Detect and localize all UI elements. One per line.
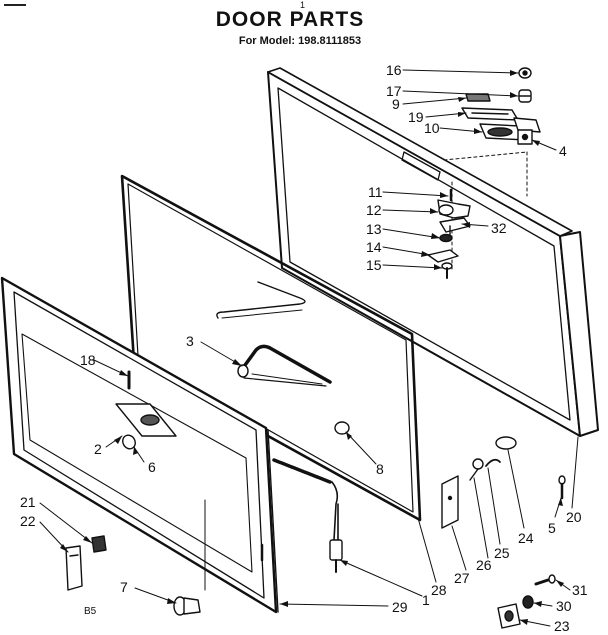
part-23-block <box>497 603 521 629</box>
leader-lines <box>39 69 579 627</box>
part-4-hinge-bracket <box>513 117 541 145</box>
part-24-clip <box>495 436 517 450</box>
footer-code: B5 <box>84 606 97 617</box>
page-number: 1 <box>300 0 306 10</box>
callout-27: 27 <box>454 570 470 586</box>
callout-18: 18 <box>80 352 96 368</box>
part-8-knob <box>334 421 350 435</box>
callout-25: 25 <box>494 545 510 561</box>
part-22-strike <box>65 545 83 591</box>
callout-9: 9 <box>392 96 400 112</box>
callout-6: 6 <box>148 459 156 475</box>
part-3-door-handle <box>237 344 332 387</box>
callout-23: 23 <box>554 618 570 634</box>
part-30-washer <box>522 595 534 609</box>
callout-3: 3 <box>186 333 194 349</box>
part-5-screw <box>558 475 566 500</box>
part-2-latch-plate <box>115 403 177 437</box>
callout-26: 26 <box>476 557 492 573</box>
leader-arrowheads <box>60 70 564 625</box>
inner-door-panel <box>0 276 279 614</box>
callout-30: 30 <box>556 598 572 614</box>
part-17-bushing <box>518 89 532 103</box>
callout-24: 24 <box>518 530 534 546</box>
part-16-screw <box>518 67 532 79</box>
callout-17: 17 <box>386 83 402 99</box>
callout-19: 19 <box>408 109 424 125</box>
callout-21: 21 <box>20 494 36 510</box>
callout-15: 15 <box>366 257 382 273</box>
callout-8: 8 <box>376 461 384 477</box>
callout-32: 32 <box>491 220 507 236</box>
callout-22: 22 <box>20 513 36 529</box>
callout-28: 28 <box>431 582 447 598</box>
callout-2: 2 <box>94 441 102 457</box>
callout-4: 4 <box>559 143 567 159</box>
callout-31: 31 <box>572 582 588 598</box>
part-27-bracket <box>441 475 459 529</box>
diagram-title: DOOR PARTS <box>215 8 365 31</box>
callout-12: 12 <box>366 202 382 218</box>
callout-10: 10 <box>424 120 440 136</box>
part-12-hinge <box>437 199 471 219</box>
callout-labels: 16 17 9 19 10 4 11 12 32 13 14 15 3 18 2… <box>20 62 588 634</box>
part-6-latch <box>122 434 136 450</box>
callout-5: 5 <box>548 520 556 536</box>
callout-1: 1 <box>422 592 430 608</box>
callout-14: 14 <box>366 239 382 255</box>
callout-13: 13 <box>366 221 382 237</box>
part-26-hook <box>469 458 484 481</box>
callout-20: 20 <box>566 509 582 525</box>
part-25-spring <box>485 458 501 467</box>
part-15-screw <box>441 262 453 279</box>
callout-16: 16 <box>386 62 402 78</box>
callout-11: 11 <box>368 184 383 200</box>
part-21-clip <box>91 535 107 553</box>
diagram-subtitle: For Model: 198.8111853 <box>238 35 362 47</box>
part-19-plate <box>461 107 519 121</box>
part-14-clip <box>427 249 459 263</box>
corner-mark <box>4 4 26 6</box>
door-frame-gasket <box>120 174 422 522</box>
callout-29: 29 <box>392 599 408 615</box>
wiring-harness <box>272 458 343 573</box>
part-7-bumper <box>173 596 201 616</box>
callout-7: 7 <box>120 579 128 595</box>
part-31-screw <box>534 574 556 586</box>
wire-rod <box>216 281 306 319</box>
